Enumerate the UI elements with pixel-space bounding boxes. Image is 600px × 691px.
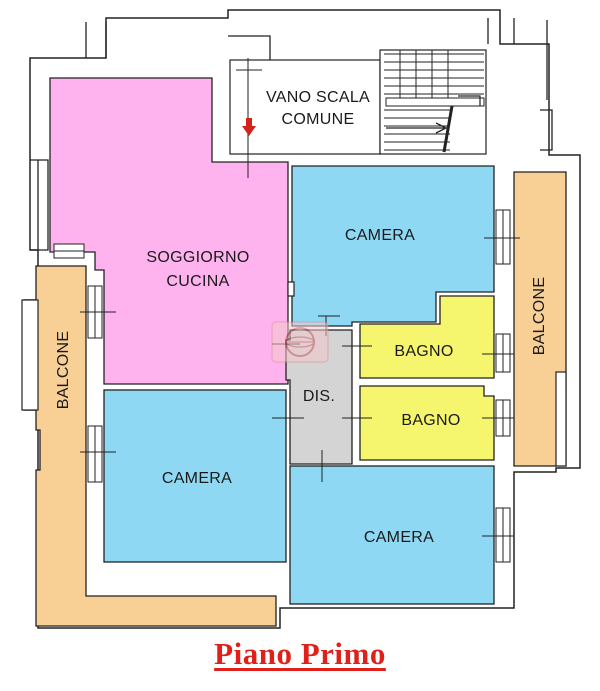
stair-direction-arrow: [386, 122, 448, 134]
label-balcony-left: BALCONE: [55, 331, 72, 410]
plan-title: Piano Primo: [214, 636, 386, 671]
label-bathroom-upper: BAGNO: [394, 343, 453, 360]
room-bedroom-left: [103, 389, 287, 563]
wall-details: [21, 281, 567, 467]
room-bathroom-upper: [359, 295, 495, 379]
label-hallway: DIS.: [303, 388, 335, 405]
label-bedroom-top-right: CAMERA: [345, 227, 415, 244]
balcony-left: [35, 265, 277, 627]
label-bedroom-bottom-right: CAMERA: [364, 529, 434, 546]
watermark-logo: [271, 321, 329, 363]
entrance-arrow-icon: [242, 118, 256, 136]
building-outline-lines: [30, 18, 553, 251]
stair-handrail: [442, 105, 454, 153]
stairwell: [229, 49, 487, 155]
room-bedroom-bottom-right: [289, 465, 495, 605]
label-balcony-right: BALCONE: [531, 277, 548, 356]
label-bathroom-lower: BAGNO: [401, 412, 460, 429]
landing-detail: [458, 95, 481, 106]
stair-steps: [384, 50, 484, 151]
label-bedroom-left: CAMERA: [162, 470, 232, 487]
room-bathroom-lower: [359, 385, 495, 461]
